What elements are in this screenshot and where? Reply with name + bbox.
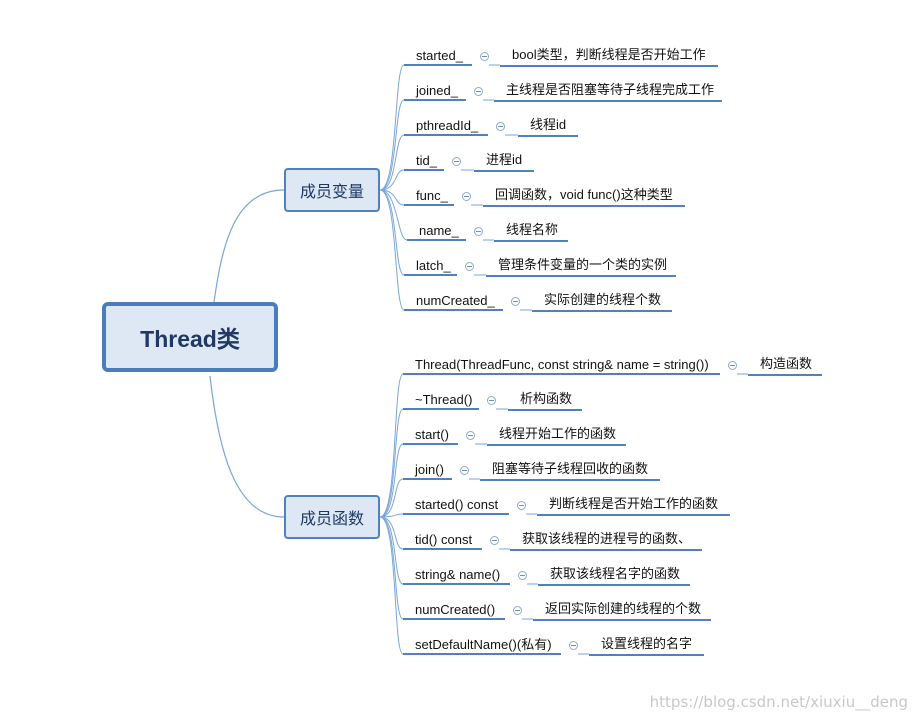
collapse-minus-icon[interactable] xyxy=(517,501,526,510)
leaf-name[interactable]: latch_ xyxy=(416,258,451,273)
leaf-name[interactable]: started() const xyxy=(415,497,499,512)
leaf-description[interactable]: bool类型，判断线程是否开始工作 xyxy=(512,47,706,62)
branch-connector xyxy=(379,443,404,518)
leaf-name[interactable]: joined_ xyxy=(416,83,458,98)
leaf-description[interactable]: 获取该线程的进程号的函数、 xyxy=(522,531,692,546)
branch-connector xyxy=(379,478,404,518)
leaf-name[interactable]: start() xyxy=(415,427,449,442)
branch-connector xyxy=(379,516,404,585)
leaf-description[interactable]: 主线程是否阻塞等待子线程完成工作 xyxy=(506,82,715,97)
collapse-minus-icon[interactable] xyxy=(511,297,520,306)
collapse-minus-icon[interactable] xyxy=(518,571,527,580)
collapse-minus-icon[interactable] xyxy=(496,122,505,131)
leaf-name[interactable]: ~Thread() xyxy=(415,392,473,407)
branch-node-member-variables[interactable]: 成员变量 xyxy=(284,168,380,212)
collapse-minus-icon[interactable] xyxy=(474,87,483,96)
leaf-description[interactable]: 阻塞等待子线程回收的函数 xyxy=(492,461,649,476)
leaf-description[interactable]: 进程id xyxy=(486,152,523,167)
branch-connector xyxy=(379,189,405,276)
leaf-name[interactable]: string& name() xyxy=(415,567,501,582)
leaf-name[interactable]: name_ xyxy=(419,223,459,238)
leaf-name[interactable]: func_ xyxy=(416,188,448,203)
collapse-minus-icon[interactable] xyxy=(474,227,483,236)
leaf-name[interactable]: tid_ xyxy=(416,153,437,168)
leaf-name[interactable]: numCreated_ xyxy=(416,293,495,308)
collapse-minus-icon[interactable] xyxy=(513,606,522,615)
leaf-name[interactable]: join() xyxy=(415,462,444,477)
leaf-description[interactable]: 返回实际创建的线程的个数 xyxy=(545,601,702,616)
root-node-label: Thread类 xyxy=(140,326,240,352)
leaf-description[interactable]: 线程开始工作的函数 xyxy=(499,426,617,441)
leaf-name[interactable]: setDefaultName()(私有) xyxy=(415,637,552,652)
leaf-description[interactable]: 构造函数 xyxy=(760,356,813,371)
leaf-description[interactable]: 回调函数，void func()这种类型 xyxy=(495,187,673,202)
collapse-minus-icon[interactable] xyxy=(569,641,578,650)
collapse-minus-icon[interactable] xyxy=(480,52,489,61)
leaf-description[interactable]: 线程id xyxy=(530,117,567,132)
leaf-description[interactable]: 获取该线程名字的函数 xyxy=(550,566,681,581)
leaf-description[interactable]: 实际创建的线程个数 xyxy=(544,292,662,307)
collapse-minus-icon[interactable] xyxy=(465,262,474,271)
root-node-thread-class[interactable]: Thread类 xyxy=(102,302,278,372)
branch-connector xyxy=(379,516,404,655)
collapse-minus-icon[interactable] xyxy=(452,157,461,166)
branch-node-label: 成员函数 xyxy=(299,511,364,528)
leaf-description[interactable]: 设置线程的名字 xyxy=(601,636,693,651)
branch-connector xyxy=(379,64,405,191)
collapse-minus-icon[interactable] xyxy=(490,536,499,545)
root-connector xyxy=(213,189,285,303)
leaf-description[interactable]: 析构函数 xyxy=(520,391,573,406)
branch-connector xyxy=(379,134,405,191)
branch-connector xyxy=(379,99,405,191)
branch-connector xyxy=(379,373,404,518)
root-connector xyxy=(209,375,285,518)
branch-node-label: 成员变量 xyxy=(299,184,364,201)
branch-node-member-functions[interactable]: 成员函数 xyxy=(284,495,380,539)
branch-connector xyxy=(379,513,404,518)
collapse-minus-icon[interactable] xyxy=(460,466,469,475)
branch-connector xyxy=(379,169,405,191)
leaf-description[interactable]: 线程名称 xyxy=(506,222,559,237)
watermark: https://blog.csdn.net/xiuxiu__deng xyxy=(649,693,908,711)
collapse-minus-icon[interactable] xyxy=(728,361,737,370)
branch-connector xyxy=(379,189,405,311)
leaf-name[interactable]: started_ xyxy=(416,48,463,63)
collapse-minus-icon[interactable] xyxy=(462,192,471,201)
leaf-name[interactable]: Thread(ThreadFunc, const string& name = … xyxy=(415,357,709,372)
leaf-description[interactable]: 管理条件变量的一个类的实例 xyxy=(498,257,668,272)
branch-connector xyxy=(379,408,404,518)
leaf-name[interactable]: pthreadId_ xyxy=(416,118,479,133)
leaf-name[interactable]: tid() const xyxy=(415,532,473,547)
leaf-description[interactable]: 判断线程是否开始工作的函数 xyxy=(549,496,719,511)
collapse-minus-icon[interactable] xyxy=(487,396,496,405)
leaf-name[interactable]: numCreated() xyxy=(415,602,496,617)
collapse-minus-icon[interactable] xyxy=(466,431,475,440)
